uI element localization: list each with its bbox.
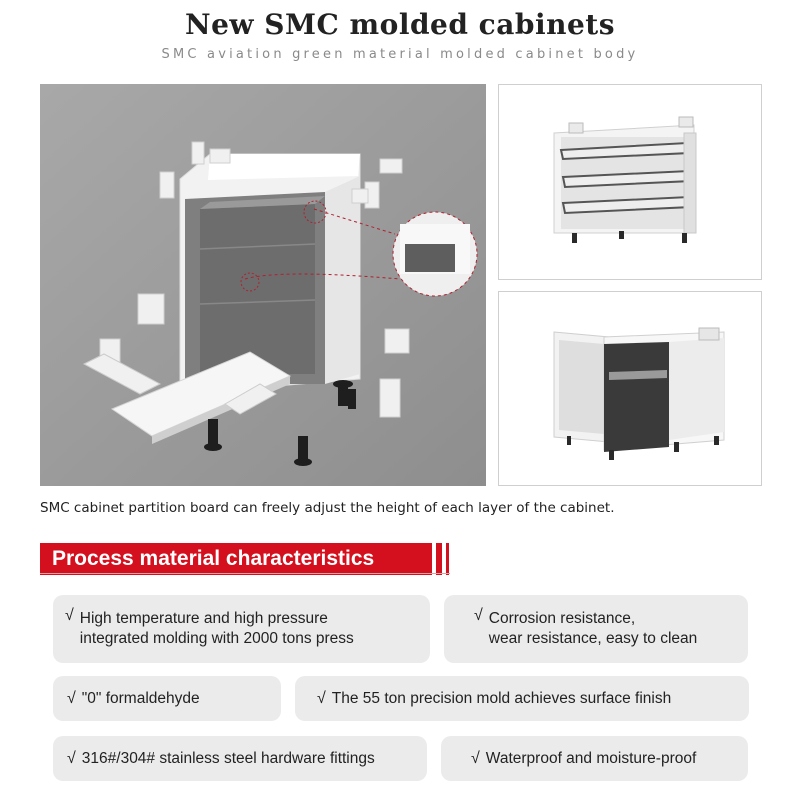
banner-accent-bar-2 <box>446 543 449 575</box>
check-icon: √ <box>471 749 480 767</box>
drawer-cabinet-image <box>498 84 762 280</box>
feature-text-line1: High temperature and high pressure <box>79 610 328 627</box>
feature-text-line2: integrated molding with 2000 tons press <box>79 630 354 647</box>
page-title: New SMC molded cabinets <box>185 8 615 41</box>
feature-waterproof: √ Waterproof and moisture-proof <box>441 736 748 781</box>
section-heading: Process material characteristics <box>40 543 432 575</box>
exploded-cabinet-image <box>40 84 486 486</box>
feature-text: Waterproof and moisture-proof <box>485 749 697 767</box>
black-door-cabinet-image <box>498 291 762 486</box>
feature-text: 316#/304# stainless steel hardware fitti… <box>81 749 375 767</box>
image-caption: SMC cabinet partition board can freely a… <box>40 500 615 516</box>
banner-underline <box>40 573 450 574</box>
feature-corrosion-resistance: √ Corrosion resistance, wear resistance,… <box>444 595 748 663</box>
check-icon: √ <box>317 689 326 707</box>
feature-text-line1: Corrosion resistance, <box>488 610 636 627</box>
check-icon: √ <box>65 607 74 624</box>
feature-stainless-steel: √ 316#/304# stainless steel hardware fit… <box>53 736 427 781</box>
feature-text: "0" formaldehyde <box>81 689 200 707</box>
feature-formaldehyde: √ "0" formaldehyde <box>53 676 281 721</box>
check-icon: √ <box>67 689 76 707</box>
banner-accent-bar-1 <box>436 543 442 575</box>
feature-text-line2: wear resistance, easy to clean <box>488 630 698 647</box>
check-icon: √ <box>474 607 483 624</box>
feature-precision-mold: √ The 55 ton precision mold achieves sur… <box>295 676 749 721</box>
feature-high-temperature: √ High temperature and high pressure int… <box>53 595 430 663</box>
check-icon: √ <box>67 749 76 767</box>
page-subtitle: SMC aviation green material molded cabin… <box>161 47 639 62</box>
feature-text: The 55 ton precision mold achieves surfa… <box>331 689 672 707</box>
